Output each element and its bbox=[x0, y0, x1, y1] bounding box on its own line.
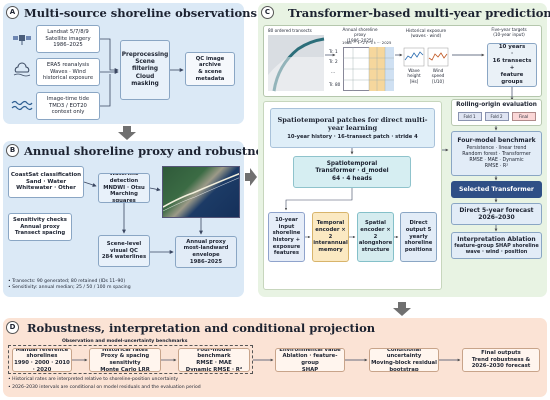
panel-c-title: Transformer-based multi-year prediction bbox=[288, 6, 550, 20]
transformer-core-box: Spatiotemporal Transformer · d_model 64 … bbox=[293, 156, 411, 188]
patch-title-box: Spatiotemporal patches for direct multi-… bbox=[270, 108, 435, 148]
patch-subtitle: 10-year history · 16-transect patch · st… bbox=[287, 133, 418, 140]
conditional-uncertainty-box: Conditional uncertainty Moving-block res… bbox=[369, 348, 439, 372]
future-label: Five-year targets (10-year input) bbox=[491, 27, 527, 38]
table-row-1: Tr. 1 bbox=[329, 49, 338, 54]
table-grid bbox=[343, 47, 394, 91]
satellite-icon bbox=[13, 35, 31, 45]
historical-rates-box: Historical rates Proxy & spacing sensiti… bbox=[89, 348, 161, 372]
table-header: 1986 ··· t−2 t−1 t ··· 2025 bbox=[342, 40, 392, 45]
wave-height-chart bbox=[403, 47, 425, 67]
benchmarks-label: Observation and model-uncertainty benchm… bbox=[60, 339, 190, 344]
era5-box: ERA5 reanalysis Waves · Wind historical … bbox=[36, 58, 100, 86]
rolling-origin-box: Rolling-origin evaluation Fold 1 Fold 2 … bbox=[451, 99, 542, 126]
benchmark-title: Four-model benchmark bbox=[457, 137, 536, 145]
input-history-box: 10-year input shoreline history + exposu… bbox=[268, 212, 305, 262]
panel-a-letter: A bbox=[6, 6, 19, 19]
panel-d-letter: D bbox=[6, 321, 19, 334]
environmental-value-box: Environmental value Ablation · feature-g… bbox=[275, 348, 345, 372]
table-row-3: ··· bbox=[331, 70, 335, 75]
table-row-2: Tr. 2 bbox=[329, 59, 338, 64]
temporal-encoder-box: Temporal encoder × 2 interannual memory bbox=[312, 212, 349, 262]
benchmarks-dashed-frame bbox=[8, 345, 253, 374]
reference-shorelines-box: Manual reference shorelines 1990 · 2000 … bbox=[12, 348, 72, 372]
panel-d-note-1: • Historical rates are interpreted relat… bbox=[8, 377, 179, 382]
panel-b-note-1: • Transects: 90 generated; 80 retained (… bbox=[8, 279, 126, 284]
d-benchmark-box: Four-model benchmark RMSE · MAE Dynamic … bbox=[178, 348, 250, 372]
transects-label: 80 ordered transects bbox=[268, 28, 312, 33]
table-title: Annual shoreline proxy (1986–2025) bbox=[342, 27, 378, 43]
panel-c-letter: C bbox=[261, 6, 274, 19]
panel-b-title: Annual shoreline proxy and robustness bbox=[24, 144, 276, 158]
arrow-a-to-b bbox=[118, 126, 136, 140]
direct-output-box: Direct output 5 yearly shoreline positio… bbox=[400, 212, 437, 262]
wind-speed-chart bbox=[427, 47, 449, 67]
scene-qc-box: Scene-level visual QC 284 waterlines bbox=[98, 235, 150, 267]
ablation-box: Interpretation Ablation feature-group SH… bbox=[451, 232, 542, 259]
spatial-encoder-box: Spatial encoder × 2 alongshore structure bbox=[357, 212, 394, 262]
rolling-origin-title: Rolling-origin evaluation bbox=[456, 102, 537, 108]
landsat-box: Landsat 5/7/8/9 Satellite imagery 1986–2… bbox=[36, 25, 100, 53]
benchmark-text: Persistence · linear trend Random forest… bbox=[462, 145, 531, 169]
arrow-c-to-d bbox=[393, 302, 411, 316]
waterline-detection-box: Waterline detection MNDWI · Otsu Marchin… bbox=[98, 173, 150, 203]
classification-box: CoastSat classification Sand · Water Whi… bbox=[8, 166, 84, 198]
wave-label: Wave height [Hs] bbox=[407, 68, 421, 84]
qc-archive-box: QC image archive & scene metadata bbox=[185, 52, 235, 86]
panel-b-letter: B bbox=[6, 144, 19, 157]
arrow-b-to-c bbox=[245, 168, 257, 186]
wind-label: Wind speed [U10] bbox=[431, 68, 445, 84]
patch-title: Spatiotemporal patches for direct multi-… bbox=[277, 115, 428, 132]
shoreline-satellite-image bbox=[162, 166, 240, 218]
cloud-wind-icon bbox=[13, 62, 31, 77]
wave-icon bbox=[11, 100, 33, 111]
panel-d-title: Robustness, interpretation and condition… bbox=[27, 321, 376, 335]
shoreline-trace bbox=[163, 172, 239, 212]
table-row-4: Tr. 80 bbox=[329, 82, 341, 87]
annual-proxy-box: Annual proxy most-landward envelope 1986… bbox=[175, 236, 237, 268]
fold-2: Fold 2 bbox=[484, 112, 509, 122]
sensitivity-box: Sensitivity checks Annual proxy Transect… bbox=[8, 213, 72, 241]
exposure-label: Historical exposure (waves · wind) bbox=[405, 28, 447, 39]
fold-final: Final bbox=[511, 112, 536, 122]
forecast-box: Direct 5-year forecast 2026–2030 bbox=[451, 203, 542, 225]
ablation-text: feature-group SHAP shoreline wave · wind… bbox=[454, 243, 539, 256]
preprocessing-box: Preprocessing Scene filtering Cloud mask… bbox=[120, 40, 170, 100]
inputs-box: 10 years · 16 transects + feature groups bbox=[487, 43, 537, 87]
panel-b-note-2: • Sensitivity: annual median; 25 / 50 / … bbox=[8, 285, 131, 290]
selected-transformer-box: Selected Transformer bbox=[451, 181, 542, 198]
transects-map bbox=[268, 35, 325, 92]
tide-box: Image-time tide TMD3 / EOT20 context onl… bbox=[36, 92, 100, 120]
benchmark-box: Four-model benchmark Persistence · linea… bbox=[451, 131, 542, 176]
ablation-title: Interpretation Ablation bbox=[457, 235, 536, 243]
fold-1: Fold 1 bbox=[457, 112, 482, 122]
panel-d-note-2: • 2026–2030 intervals are conditional on… bbox=[8, 385, 201, 390]
panel-a-title: Multi-source shoreline observations bbox=[24, 6, 257, 20]
final-outputs-box: Final outputs Trend robustness & 2026–20… bbox=[462, 348, 540, 372]
